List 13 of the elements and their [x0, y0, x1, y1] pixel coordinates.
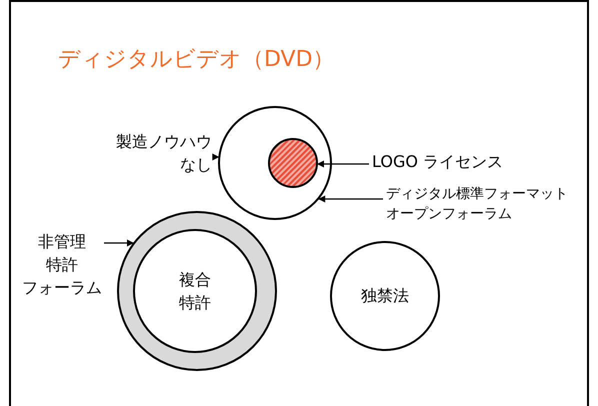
- title: ディジタルビデオ（DVD）: [58, 46, 335, 74]
- arrow: [212, 154, 220, 160]
- hatched-circle: [268, 138, 318, 188]
- arrow: [316, 160, 369, 168]
- node-label: 非管理特許フォーラム: [22, 231, 102, 300]
- circle-label: 独禁法: [361, 285, 409, 308]
- arrow: [318, 196, 383, 202]
- node-label: ディジタル標準フォーマットオープンフォーラム: [386, 185, 568, 224]
- circle-label: 複合特許: [179, 268, 211, 314]
- arrow: [104, 240, 134, 246]
- node-label: 製造ノウハウなし: [116, 131, 212, 176]
- inner-circle: [133, 229, 257, 353]
- node-label: LOGO ライセンス: [372, 151, 504, 173]
